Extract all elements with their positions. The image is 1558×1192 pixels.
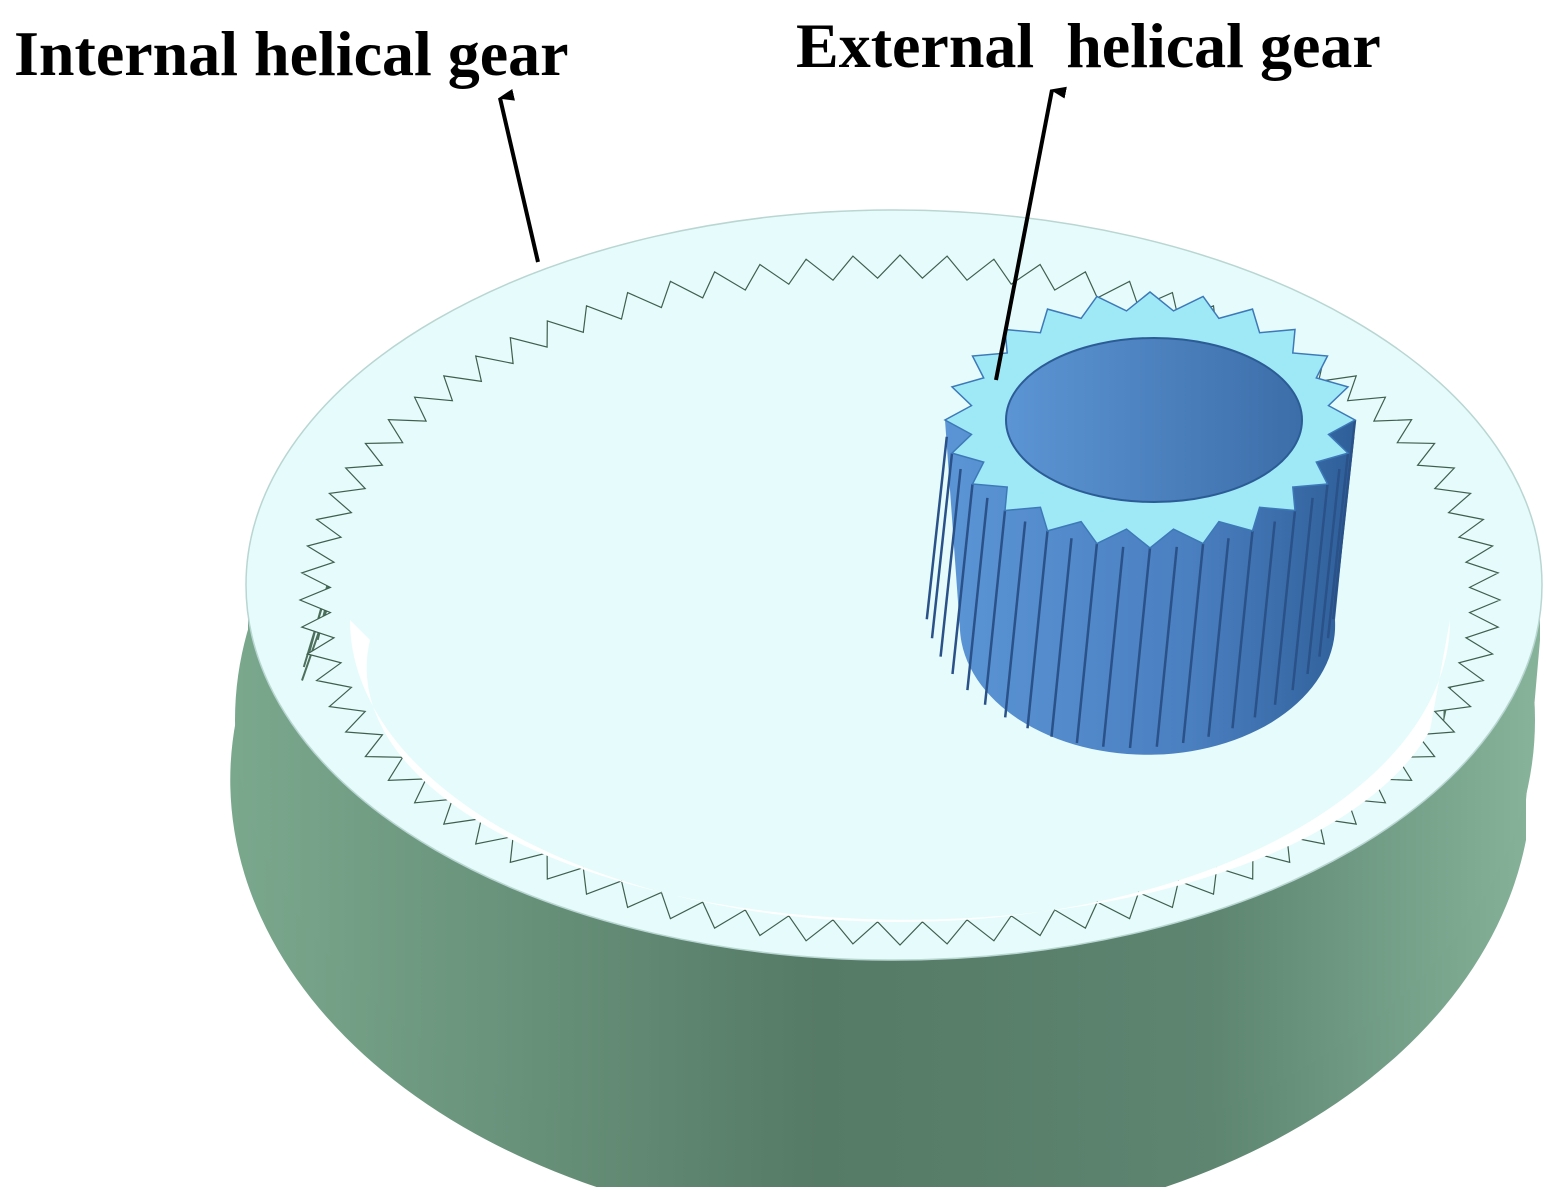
internal-gear-arrow (498, 88, 540, 263)
external-gear-label: External helical gear (796, 10, 1381, 81)
external-helix-line (939, 468, 962, 657)
external-helix-line (1101, 546, 1125, 747)
external-helix-line (1253, 521, 1277, 718)
external-gear-arrow (994, 86, 1067, 381)
external-helix-line (983, 510, 1007, 705)
external-helix-line (1231, 530, 1254, 729)
external-helix-line (1155, 546, 1179, 747)
internal-helix-line (301, 599, 331, 681)
external-helix-line (1273, 510, 1297, 705)
external-helix-line (1291, 497, 1314, 691)
external-helix-line (1050, 538, 1073, 737)
external-gear-bore (1005, 337, 1303, 503)
external-helix-line (1326, 452, 1350, 639)
external-gear (925, 291, 1357, 755)
external-helix-line (1003, 521, 1027, 718)
external-helix-line (1181, 543, 1205, 744)
external-helix-line (1331, 436, 1355, 620)
external-helix-line (1207, 538, 1230, 737)
external-helix-line (1318, 468, 1341, 657)
external-helix-line (1075, 543, 1099, 744)
external-helix-line (1026, 530, 1049, 729)
internal-gear-label: Internal helical gear (14, 18, 569, 89)
external-helix-line (930, 452, 954, 639)
external-helix-line (1128, 547, 1152, 749)
external-helix-line (966, 497, 989, 691)
external-helix-line (1306, 483, 1329, 675)
external-helix-line (925, 436, 949, 620)
external-helix-line (951, 483, 974, 675)
